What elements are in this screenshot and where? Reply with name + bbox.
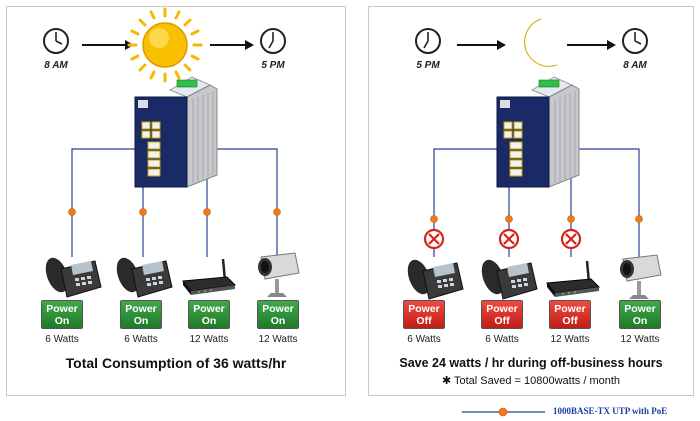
device-watts: 12 Watts: [550, 334, 590, 345]
legend-label: 1000BASE-TX UTP with PoE: [553, 406, 668, 416]
wireless-ap-icon: [182, 258, 237, 295]
poe-switch-icon: [496, 76, 580, 188]
arrow-icon: [567, 40, 616, 50]
device-watts: 6 Watts: [485, 334, 519, 345]
disconnect-icon: [423, 228, 445, 250]
daytime-diagram: [43, 7, 300, 298]
arrow-icon: [457, 40, 506, 50]
device-watts: 12 Watts: [258, 334, 298, 345]
start-time-label: 5 PM: [416, 60, 440, 71]
device-watts: 6 Watts: [407, 334, 441, 345]
device-watts: 12 Watts: [189, 334, 229, 345]
wireless-ap-icon: [546, 260, 601, 297]
consumption-caption: Total Consumption of 36 watts/hr: [65, 355, 287, 371]
arrow-icon: [82, 40, 134, 50]
end-time-label: 8 AM: [623, 60, 647, 71]
start-time-label: 8 AM: [44, 60, 68, 71]
poe-dot-icons: [68, 208, 281, 216]
poe-dot-icons: [430, 215, 643, 223]
savings-caption: Save 24 watts / hr during off-business h…: [399, 356, 663, 370]
night-diagram: [407, 18, 662, 300]
clock-icon: [260, 28, 286, 54]
clock-icon: [415, 28, 441, 54]
end-time-label: 5 PM: [261, 60, 285, 71]
ip-camera-icon: [258, 252, 300, 297]
ip-phone-icon: [481, 259, 538, 300]
sun-icon: [127, 7, 203, 83]
disconnect-icon: [498, 228, 520, 250]
ip-phone-icon: [407, 259, 464, 300]
device-watts: 6 Watts: [124, 334, 158, 345]
poe-switch-icon: [134, 76, 218, 188]
moon-icon: [524, 18, 558, 67]
device-watts: 12 Watts: [620, 334, 660, 345]
clock-icon: [622, 28, 648, 54]
ip-camera-icon: [620, 254, 662, 299]
ip-phone-icon: [45, 257, 102, 298]
total-saved-note: ✱ Total Saved = 10800watts / month: [441, 375, 621, 387]
device-watts: 6 Watts: [45, 334, 79, 345]
arrow-icon: [210, 40, 254, 50]
clock-icon: [43, 28, 69, 54]
ip-phone-icon: [116, 257, 173, 298]
disconnect-icon: [560, 228, 582, 250]
